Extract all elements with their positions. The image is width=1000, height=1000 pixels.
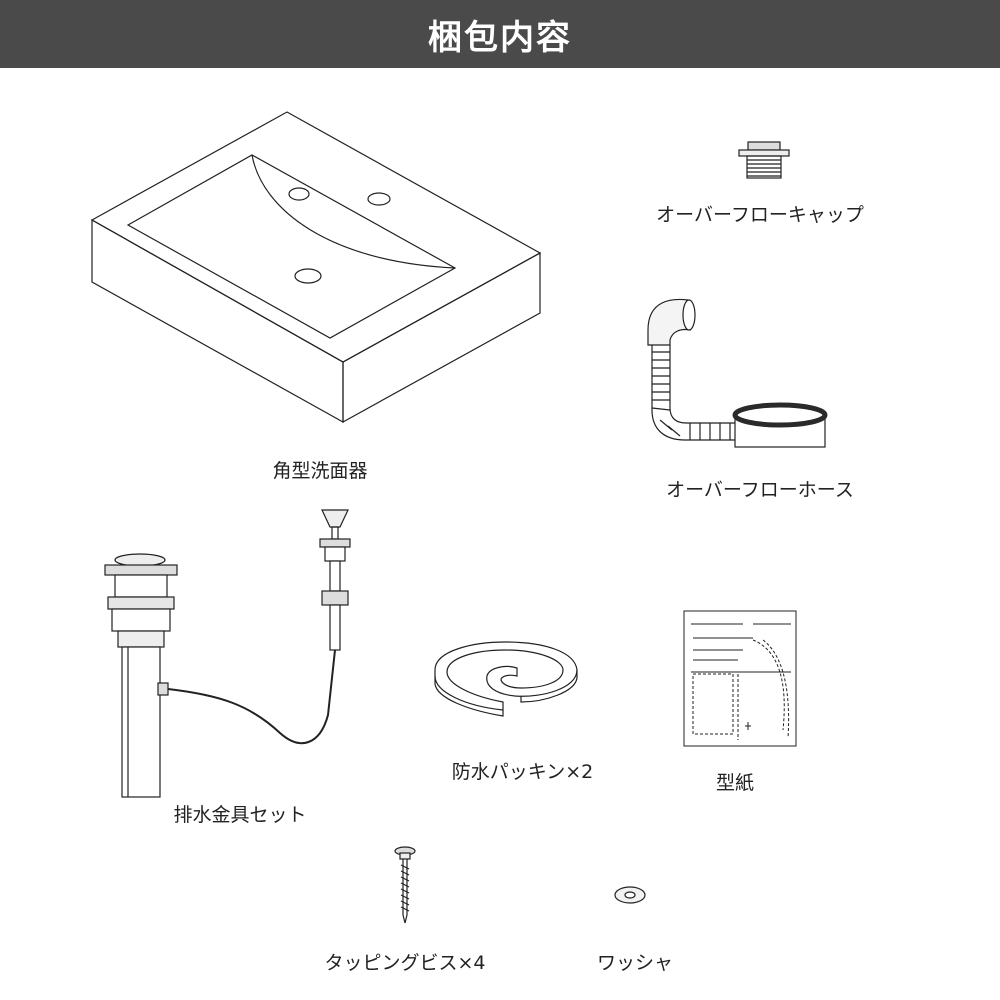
overflow-hose-label: オーバーフローホース bbox=[666, 479, 854, 501]
washer-label: ワッシャ bbox=[596, 952, 673, 974]
overflow-cap-illustration bbox=[738, 141, 790, 179]
screw-illustration bbox=[394, 846, 416, 924]
page-title: 梱包内容 bbox=[428, 17, 572, 58]
header-bar: 梱包内容 bbox=[0, 0, 1000, 68]
drain-set-illustration bbox=[104, 509, 351, 798]
drain-set-label: 排水金具セット bbox=[173, 804, 307, 826]
packing-label: 防水パッキン×2 bbox=[451, 761, 594, 783]
overflow-cap-label: オーバーフローキャップ bbox=[656, 204, 864, 226]
screw-label: タッピングビス×4 bbox=[324, 952, 486, 974]
washer-illustration bbox=[614, 886, 646, 904]
basin-label: 角型洗面器 bbox=[272, 460, 368, 482]
template-illustration bbox=[683, 610, 797, 747]
template-label: 型紙 bbox=[715, 772, 754, 794]
overflow-hose-illustration bbox=[647, 298, 828, 448]
packing-illustration bbox=[434, 641, 578, 717]
